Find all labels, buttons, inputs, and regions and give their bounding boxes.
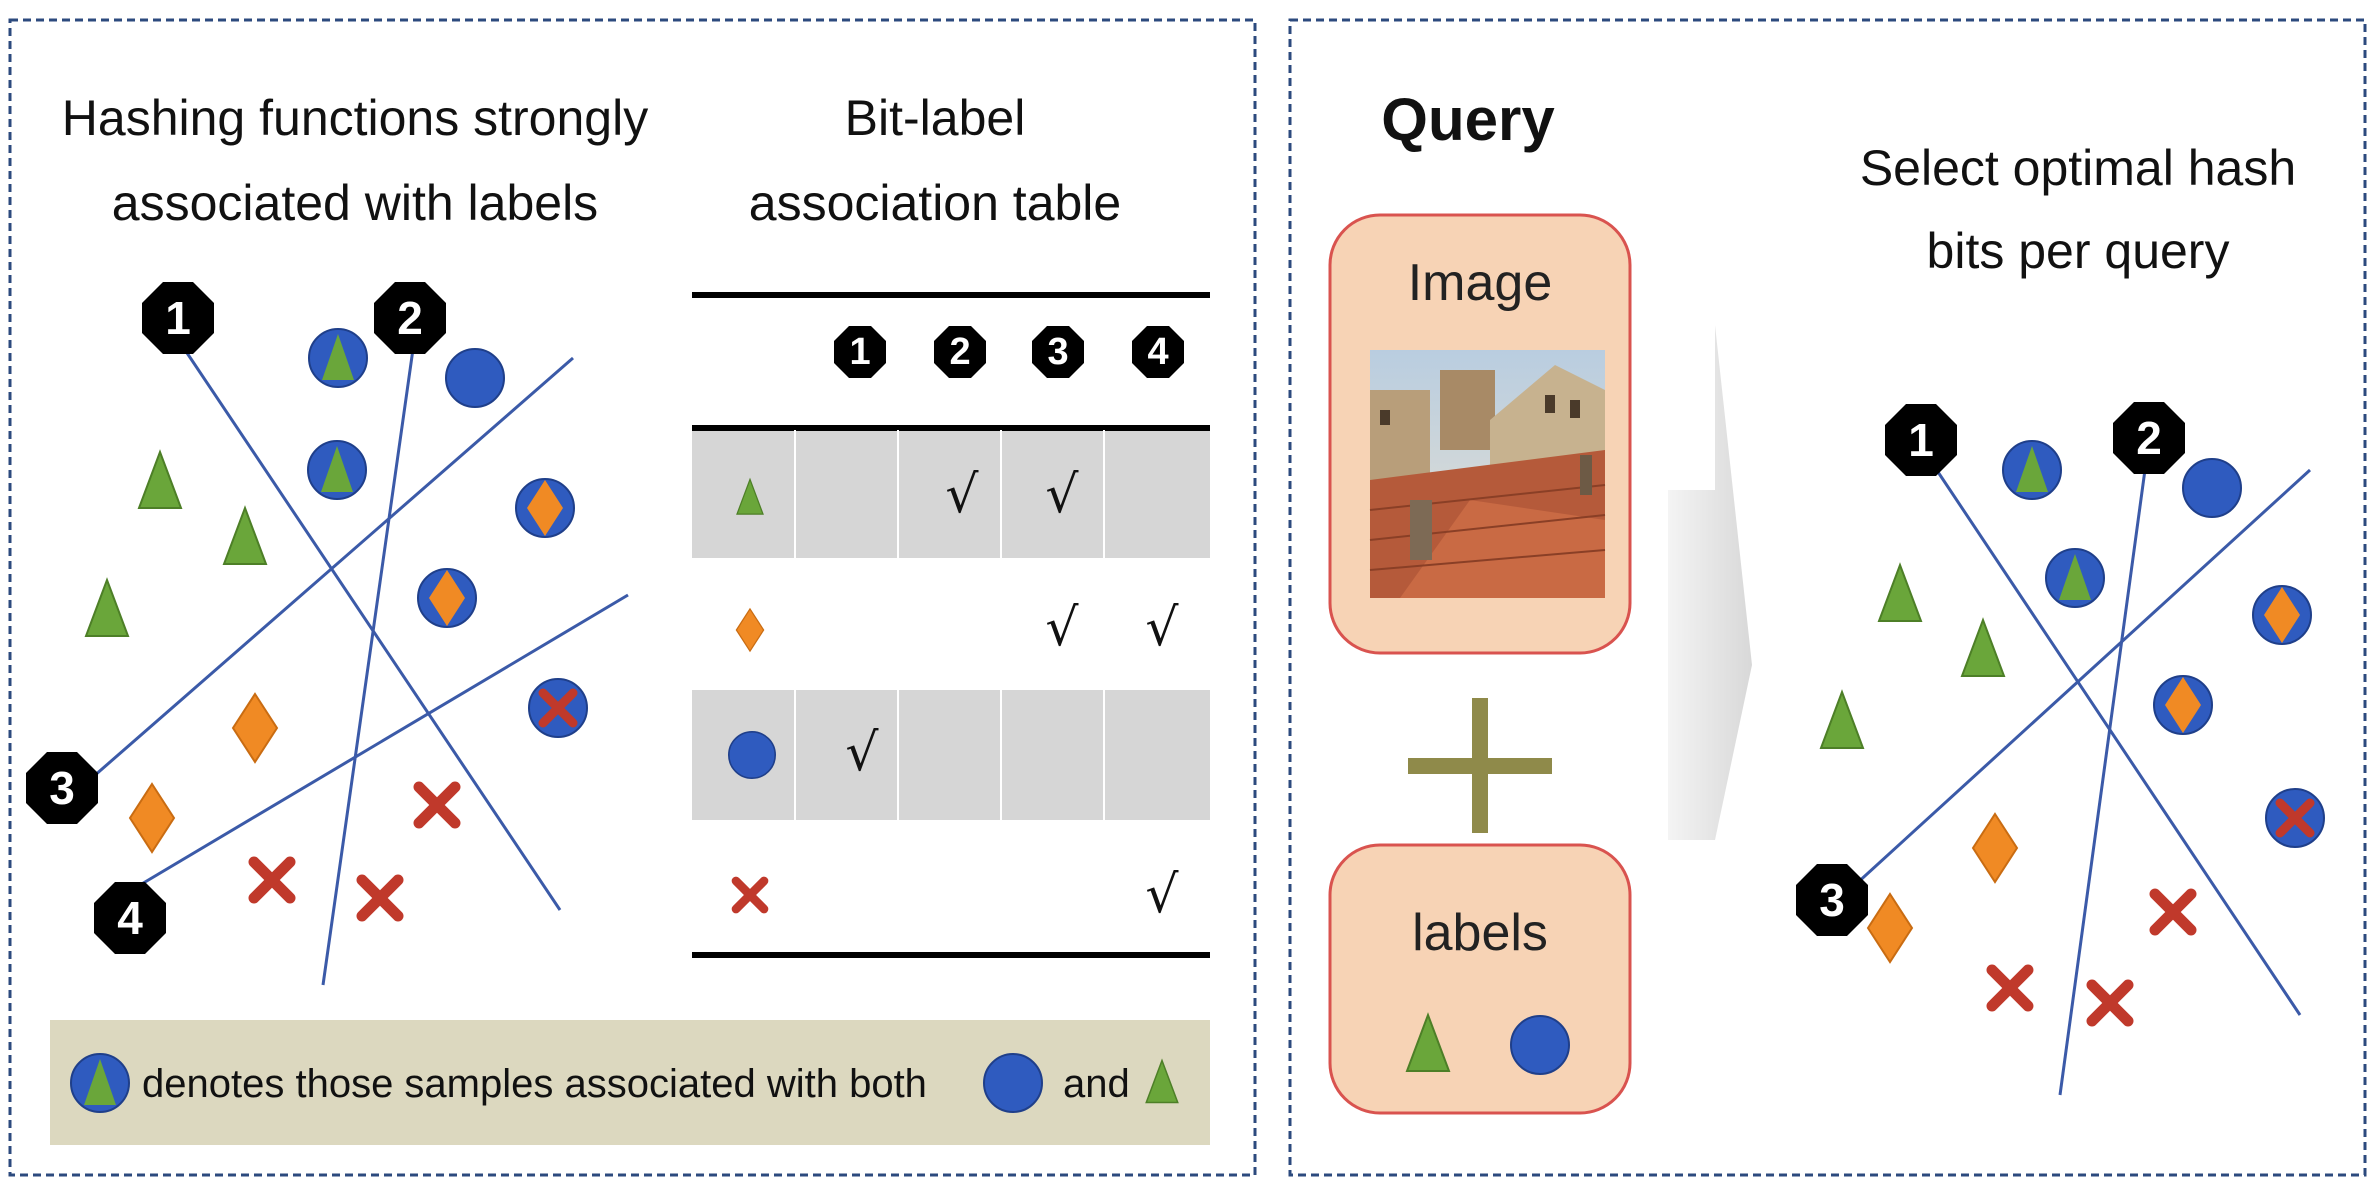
svg-text:3: 3 bbox=[49, 762, 75, 814]
svg-text:4: 4 bbox=[1147, 331, 1168, 373]
plus-icon bbox=[1408, 698, 1552, 833]
legend-bar: denotes those samples associated with bo… bbox=[50, 1020, 1210, 1145]
check-r2-c4: √ bbox=[1145, 598, 1179, 658]
sample-circle-triangle bbox=[307, 440, 367, 500]
legend-and: and bbox=[1063, 1062, 1130, 1106]
table-title-line1: Bit-label bbox=[845, 90, 1026, 146]
sample-triangle bbox=[1820, 691, 1864, 749]
sample-circle-diamond bbox=[2252, 585, 2312, 645]
right-panel-border bbox=[1288, 18, 2367, 1177]
table-title-line2: association table bbox=[749, 175, 1121, 231]
table-header-4: 4 bbox=[1132, 326, 1184, 378]
hash-line-2-right bbox=[2058, 454, 2149, 1096]
sample-circle-diamond bbox=[2153, 675, 2213, 735]
sample-triangle bbox=[138, 451, 182, 509]
hash-line-2 bbox=[321, 334, 417, 986]
svg-text:2: 2 bbox=[2136, 412, 2162, 464]
svg-text:3: 3 bbox=[1047, 331, 1068, 373]
check-r1-c2: √ bbox=[945, 465, 979, 525]
flow-arrow bbox=[1668, 325, 1752, 840]
sample-diamond bbox=[1972, 813, 2018, 883]
svg-text:2: 2 bbox=[949, 331, 970, 373]
table-header-3: 3 bbox=[1032, 326, 1084, 378]
svg-text:1: 1 bbox=[165, 292, 191, 344]
sample-triangle bbox=[1961, 619, 2005, 677]
sample-cross bbox=[254, 862, 290, 898]
legend-circle-icon bbox=[983, 1053, 1043, 1113]
left-title-line2: associated with labels bbox=[112, 175, 598, 231]
sample-circle-triangle bbox=[2002, 440, 2062, 500]
check-r2-c3: √ bbox=[1045, 598, 1079, 658]
sample-circle-triangle bbox=[308, 328, 368, 388]
badge-1-right: 1 bbox=[1885, 404, 1957, 476]
sample-cross bbox=[1992, 970, 2028, 1006]
check-r4-c4: √ bbox=[1145, 865, 1179, 925]
sample-diamond bbox=[232, 693, 278, 763]
table-shade-row3 bbox=[692, 690, 1210, 820]
bit-label-table: 1 2 3 4 √ √ √ √ √ √ bbox=[692, 292, 1210, 958]
badge-2-left: 2 bbox=[374, 282, 446, 354]
query-image-label: Image bbox=[1408, 254, 1553, 312]
sample-circle-diamond bbox=[417, 568, 477, 628]
sample-circle bbox=[2182, 458, 2242, 518]
check-r3-c1: √ bbox=[845, 723, 879, 783]
check-r1-c3: √ bbox=[1045, 465, 1079, 525]
badge-3-right: 3 bbox=[1796, 864, 1868, 936]
svg-text:4: 4 bbox=[117, 892, 143, 944]
right-hash-lines bbox=[1853, 454, 2312, 1096]
query-labels-label: labels bbox=[1412, 904, 1548, 962]
svg-text:1: 1 bbox=[849, 331, 870, 373]
sample-circle bbox=[445, 348, 505, 408]
badge-4-left: 4 bbox=[94, 882, 166, 954]
left-samples bbox=[85, 328, 587, 916]
sample-cross bbox=[419, 787, 455, 823]
query-circle-icon bbox=[1510, 1015, 1570, 1075]
legend-circle-triangle-icon bbox=[70, 1053, 130, 1113]
hash-line-3-right bbox=[1853, 468, 2312, 887]
sample-cross bbox=[2155, 894, 2191, 930]
left-hash-lines bbox=[77, 334, 629, 986]
row-label-circle bbox=[727, 730, 777, 780]
query-image-box: Image bbox=[1328, 213, 1632, 655]
badge-1-left: 1 bbox=[142, 282, 214, 354]
query-photo bbox=[1369, 350, 1606, 598]
sample-circle-triangle bbox=[2045, 548, 2105, 608]
right-title-line2: bits per query bbox=[1927, 223, 2230, 279]
left-panel-border bbox=[8, 18, 1257, 1177]
sample-circle-cross bbox=[2266, 789, 2324, 847]
left-title-line1: Hashing functions strongly bbox=[62, 90, 648, 146]
row-label-diamond bbox=[735, 608, 765, 652]
sample-circle-cross bbox=[529, 679, 587, 737]
sample-cross bbox=[362, 880, 398, 916]
badge-2-right: 2 bbox=[2113, 402, 2185, 474]
table-header-2: 2 bbox=[934, 326, 986, 378]
hash-line-3 bbox=[77, 356, 574, 792]
sample-cross bbox=[2092, 985, 2128, 1021]
hash-line-1-right bbox=[1928, 459, 2302, 1016]
sample-diamond bbox=[129, 783, 175, 853]
legend-text: denotes those samples associated with bo… bbox=[142, 1062, 927, 1106]
sample-diamond bbox=[1867, 893, 1913, 963]
svg-text:1: 1 bbox=[1908, 414, 1934, 466]
table-shade-row1 bbox=[692, 430, 1210, 558]
table-header-1: 1 bbox=[834, 326, 886, 378]
sample-triangle bbox=[1878, 564, 1922, 622]
query-labels-box: labels bbox=[1328, 843, 1632, 1115]
sample-circle-diamond bbox=[515, 478, 575, 538]
row-label-cross bbox=[736, 881, 764, 909]
right-title-line1: Select optimal hash bbox=[1860, 140, 2296, 196]
sample-triangle bbox=[223, 507, 267, 565]
svg-text:3: 3 bbox=[1819, 874, 1845, 926]
hash-line-4 bbox=[139, 593, 629, 887]
badge-3-left: 3 bbox=[26, 752, 98, 824]
sample-triangle bbox=[85, 579, 129, 637]
hash-line-1 bbox=[173, 334, 562, 911]
query-title: Query bbox=[1381, 86, 1555, 153]
svg-text:2: 2 bbox=[397, 292, 423, 344]
